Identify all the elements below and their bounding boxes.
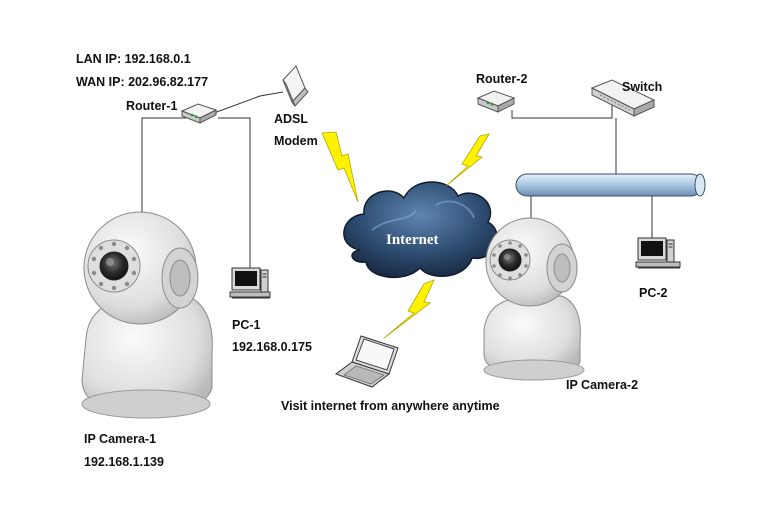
network-bus [515,173,706,197]
pc-2-label: PC-2 [639,286,668,300]
pc-1-label: PC-1 [232,318,261,332]
router-1-label: Router-1 [126,99,178,113]
pc-1-icon [229,267,271,299]
router-1-lan-ip: LAN IP: 192.168.0.1 [76,52,191,66]
router-2-icon [476,90,516,113]
router-1-icon [180,103,218,124]
ip-camera-1-icon [81,211,213,419]
router-2-label: Router-2 [476,72,528,86]
lightning-laptop-internet [383,279,435,339]
internet-cloud-icon [343,181,498,279]
laptop-icon [334,335,399,388]
cable-router2-switch [511,104,613,119]
cable-router1-camera1 [141,117,186,222]
ip-camera-1-label: IP Camera-1 [84,432,157,446]
pc-1-ip: 192.168.0.175 [232,340,312,354]
cables [141,91,653,268]
lightning-router2-internet [445,133,490,187]
switch-icon [590,79,656,117]
laptop-caption: Visit internet from anywhere anytime [281,399,500,413]
ip-camera-1-ip: 192.168.1.139 [84,455,164,469]
cable-router1-pc1 [218,117,251,268]
ip-camera-2-label: IP Camera-2 [566,378,639,392]
switch-label: Switch [622,80,663,94]
cable-router1-modem [213,91,284,114]
lightning-bolts [321,131,490,339]
adsl-modem-icon [282,65,309,107]
lightning-modem-internet [321,131,359,203]
internet-label: Internet [386,232,439,248]
router-1-wan-ip: WAN IP: 202.96.82.177 [76,75,209,89]
ip-camera-2-icon [483,217,585,381]
adsl-modem-label-line2: Modem [274,134,318,148]
pc-2-icon [635,237,681,269]
adsl-modem-label-line1: ADSL [274,112,309,126]
